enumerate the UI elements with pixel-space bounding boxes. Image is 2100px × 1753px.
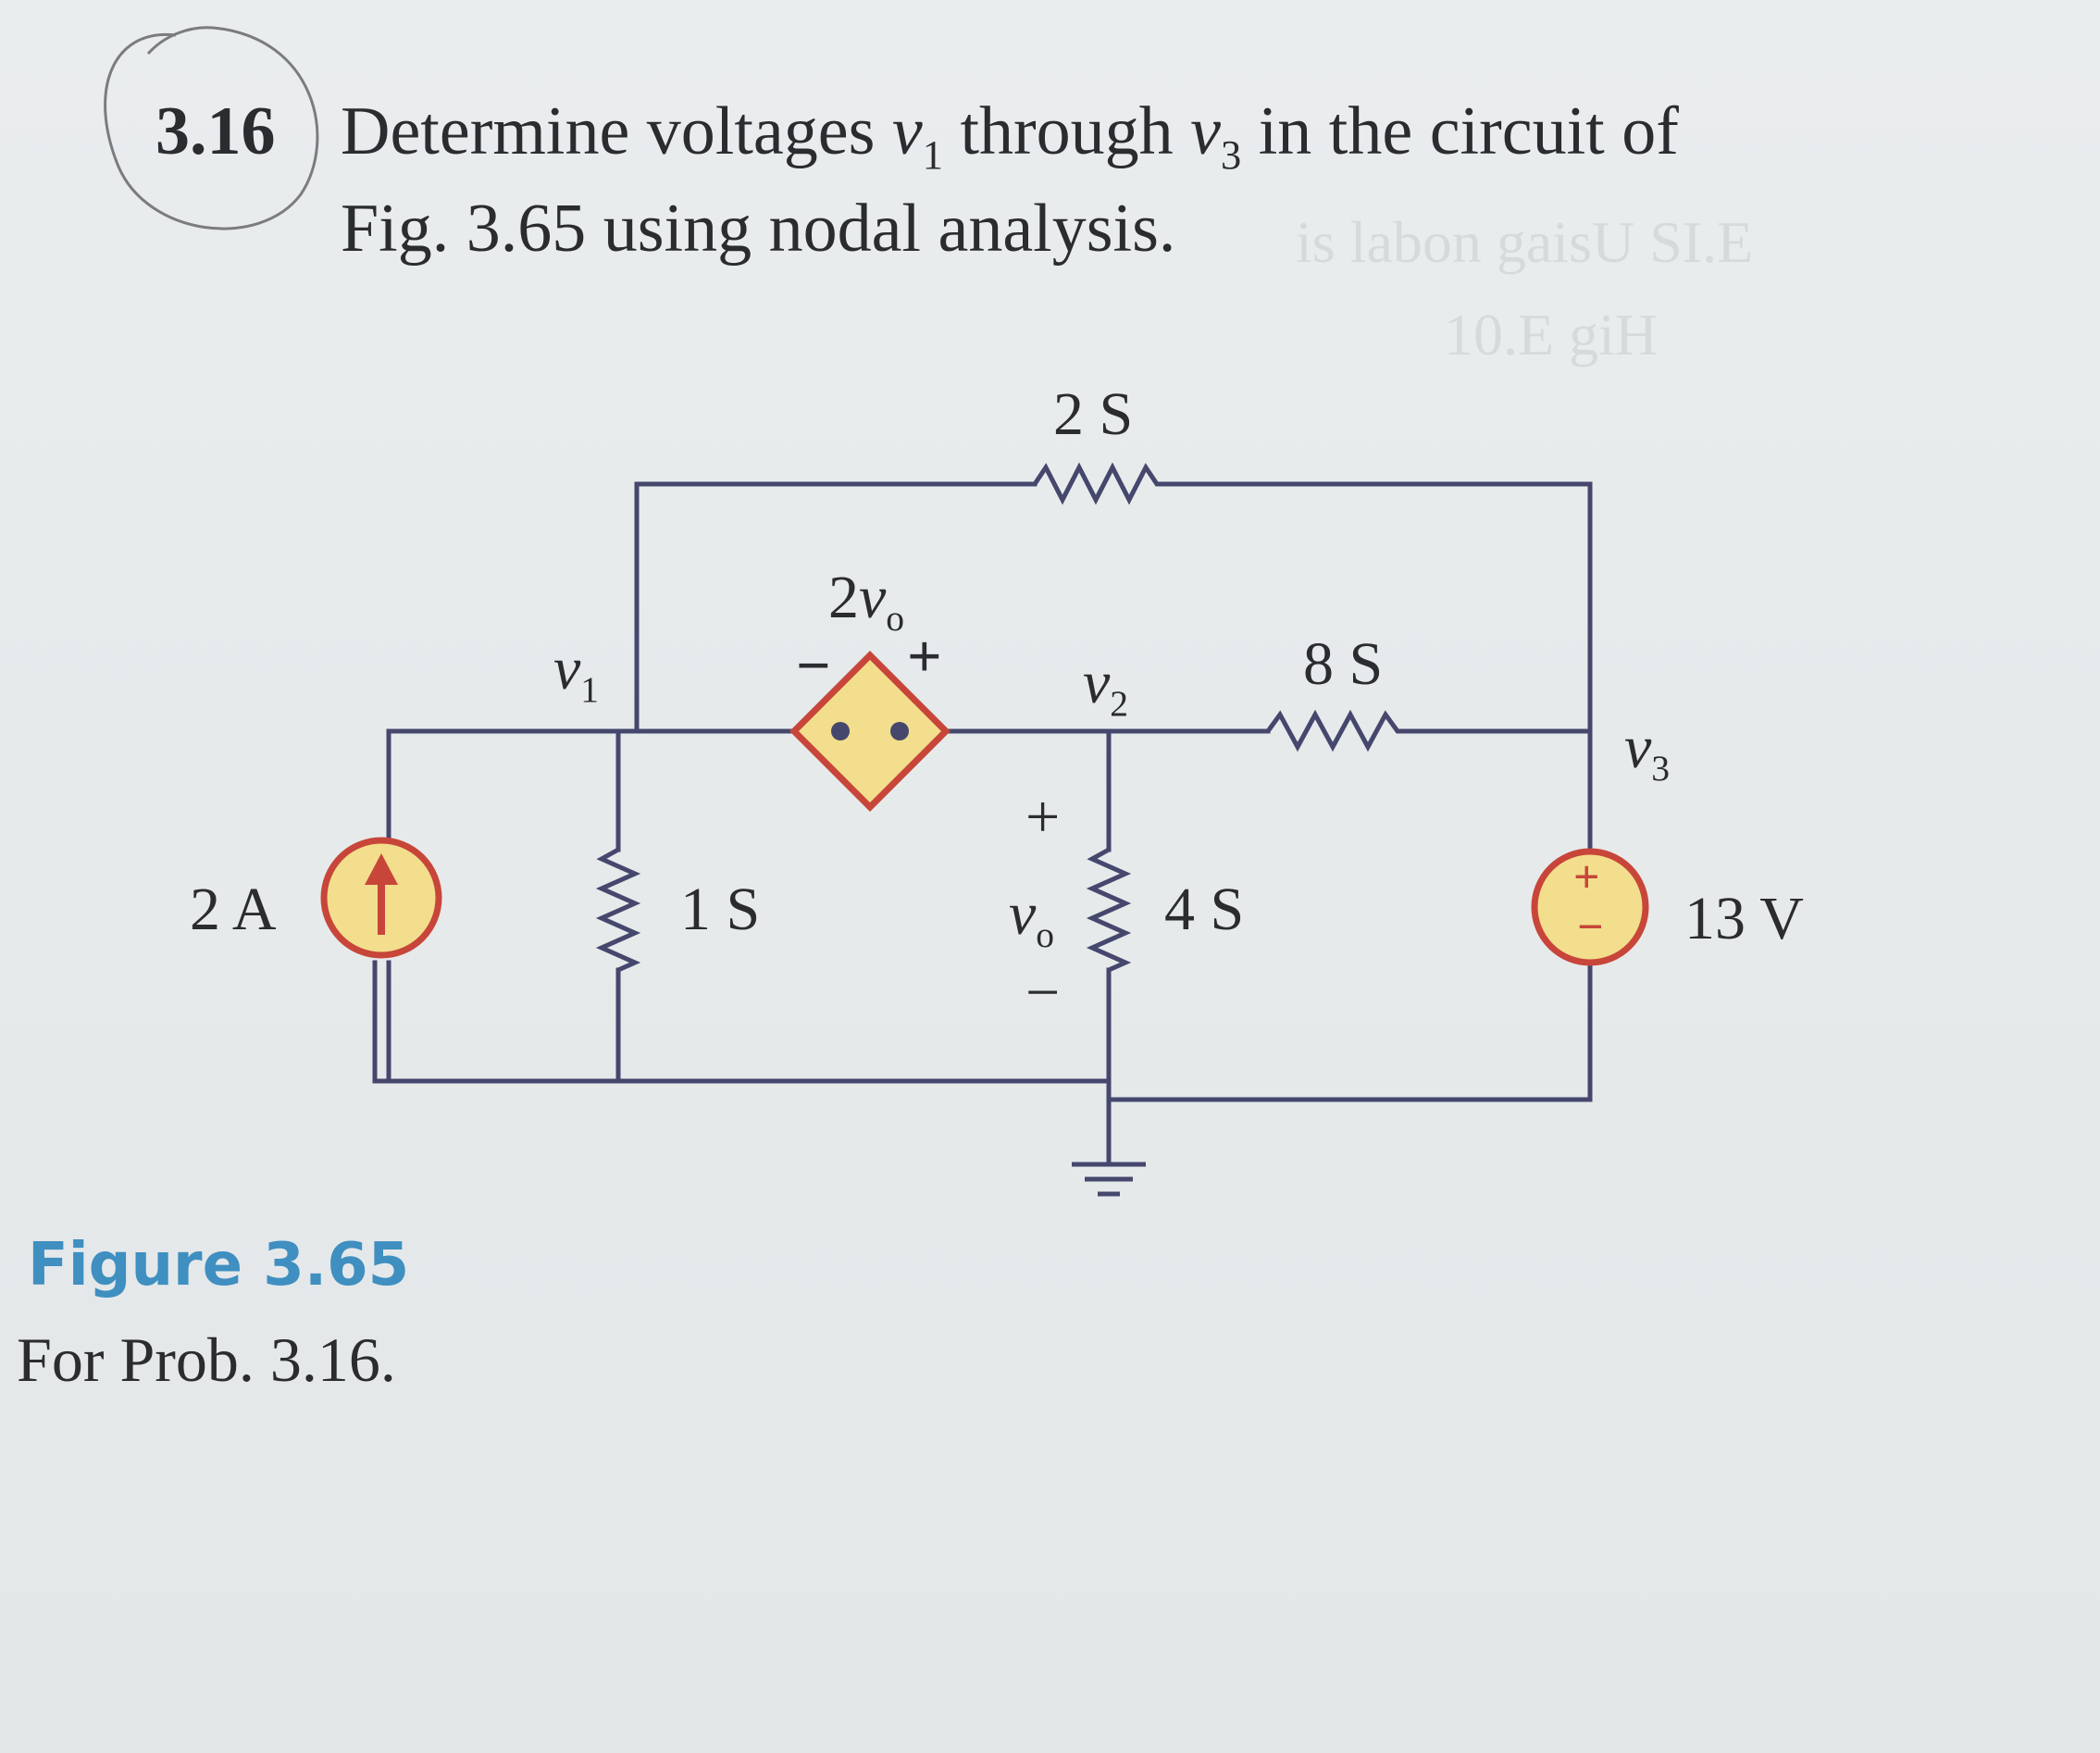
- node-label-v2: v2: [1083, 649, 1129, 724]
- voltage-source-minus: −: [1577, 901, 1604, 952]
- label-2a: 2 A: [190, 876, 277, 943]
- wire-top-right: [1165, 481, 1593, 734]
- problem-text: through: [942, 93, 1191, 169]
- figure-title: Figure 3.65: [28, 1231, 410, 1299]
- resistor-2s: [1032, 462, 1168, 505]
- voltage-source-plus: +: [1573, 851, 1600, 902]
- problem-statement-line2: Fig. 3.65 using nodal analysis.: [341, 191, 1176, 267]
- label-4s: 4 S: [1164, 876, 1245, 943]
- node-label-v1: v1: [553, 635, 600, 710]
- label-2s: 2 S: [1053, 380, 1134, 448]
- bleed-through-text: is labon gaisU SI.E: [1296, 209, 1754, 275]
- dependent-source-minus: −: [796, 632, 831, 700]
- label-8s: 8 S: [1303, 630, 1384, 698]
- resistor-1s: [595, 847, 641, 973]
- problem-text: in the circuit of: [1241, 93, 1679, 169]
- label-1s: 1 S: [680, 876, 761, 943]
- ground-symbol: [1072, 1162, 1146, 1197]
- dependent-source-label: 2vo: [828, 564, 905, 639]
- voltage-source: [1531, 848, 1649, 966]
- resistor-4s: [1086, 847, 1132, 973]
- problem-statement-line1: Determine voltages v1 through v3 in the …: [341, 93, 1679, 178]
- figure-caption: For Prob. 3.16.: [17, 1324, 396, 1395]
- var-v1: v1: [891, 93, 943, 178]
- wire-top: [634, 481, 1038, 734]
- label-13v: 13 V: [1684, 885, 1804, 952]
- current-source: [320, 837, 442, 959]
- node-label-v3: v3: [1624, 714, 1671, 789]
- vo-label: vo: [1009, 880, 1055, 955]
- vo-plus-sign: +: [1025, 783, 1061, 851]
- dependent-source-plus: +: [907, 623, 942, 690]
- problem-text: Determine voltages: [341, 93, 892, 169]
- vo-minus-sign: −: [1025, 959, 1061, 1026]
- bleed-through-text: 10.E giH: [1444, 302, 1659, 367]
- pen-circle-annotation: [104, 26, 319, 230]
- problem-number: 3.16: [155, 93, 276, 169]
- var-v3: v3: [1190, 93, 1242, 178]
- dependent-voltage-source: [789, 651, 951, 812]
- resistor-8s: [1265, 709, 1411, 752]
- wire-bottom: [372, 1078, 1593, 1102]
